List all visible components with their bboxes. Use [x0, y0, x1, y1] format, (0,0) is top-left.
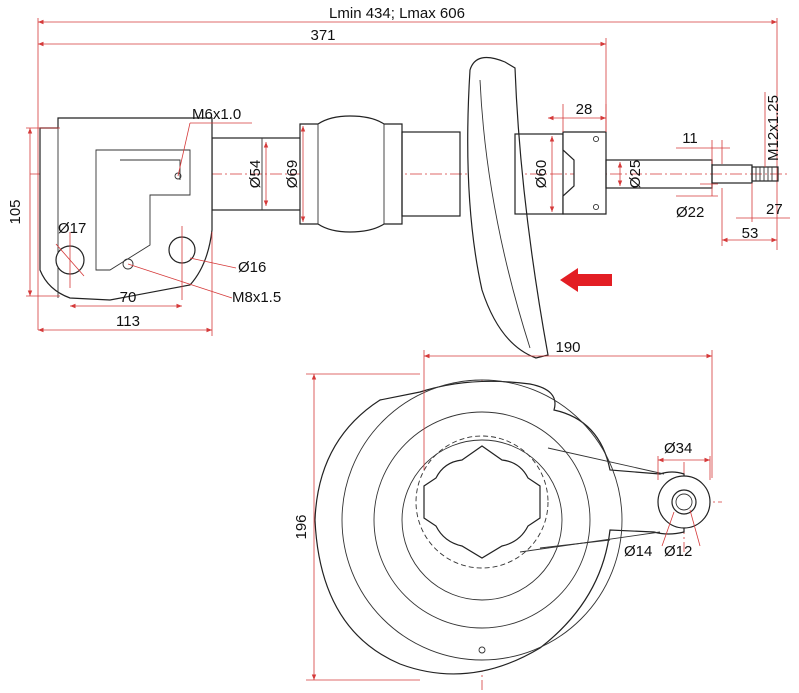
tube-diameter-label: Ø60: [533, 160, 550, 188]
bump-stop-boot: [299, 115, 403, 233]
upper-hole-diameter-label: Ø16: [238, 259, 266, 276]
dust-tube: [401, 131, 461, 217]
arm-eye-bore: [671, 489, 697, 515]
thread-hatching: [755, 167, 773, 181]
top-mount-flange: [562, 131, 607, 215]
thread-length-label: 27: [766, 201, 783, 218]
spring-seat-plate: [467, 56, 549, 359]
rod-length-label: 53: [742, 225, 759, 242]
lower-hole-diameter-label: Ø17: [58, 220, 86, 237]
flange-length-label: 28: [576, 101, 593, 118]
boot-diameter-label: Ø69: [284, 160, 301, 188]
plate-width-label: 190: [555, 339, 580, 356]
bracket-width-label: 113: [116, 313, 140, 330]
left-arrow-icon: [560, 268, 612, 292]
length-dimensions: Lmin 434; Lmax 606 371: [37, 5, 778, 330]
overall-width-label: 371: [310, 27, 335, 44]
step-diameter-label: Ø22: [676, 204, 704, 221]
hole-spacing-label: 70: [120, 289, 137, 306]
top-thread-label: M12x1.25: [765, 95, 782, 161]
rod-diameter-label: Ø25: [627, 160, 644, 188]
plate-view: [314, 379, 722, 690]
upper-tube: [514, 133, 564, 215]
arm-outer-diameter-label: Ø34: [664, 440, 692, 457]
arm-hole-diameter-label: Ø12: [664, 543, 692, 560]
arm-eye-hole: [675, 493, 693, 511]
arm-bore-diameter-label: Ø14: [624, 543, 652, 560]
step-length-label: 11: [682, 130, 698, 147]
plate-view-dimensions: 190 196 Ø34 Ø14 Ø12: [293, 339, 713, 681]
bracket-bolt-hole: [174, 172, 182, 180]
mount-height-label: 105: [7, 199, 24, 224]
bracket-thread-hole: [122, 258, 134, 270]
length-range-label: Lmin 434; Lmax 606: [329, 5, 465, 22]
side-view-dimensions: 105 M6x1.0 Ø54 Ø69 Ø60 28 Ø25 11 Ø22: [7, 92, 790, 336]
body-diameter-label: Ø54: [247, 160, 264, 188]
center-cutout: [423, 445, 541, 559]
side-view: [30, 56, 790, 359]
bolt-thread-label: M6x1.0: [192, 106, 241, 123]
bracket-thread-label: M8x1.5: [232, 289, 281, 306]
plate-height-label: 196: [293, 514, 310, 539]
plate-small-hole: [478, 646, 486, 654]
